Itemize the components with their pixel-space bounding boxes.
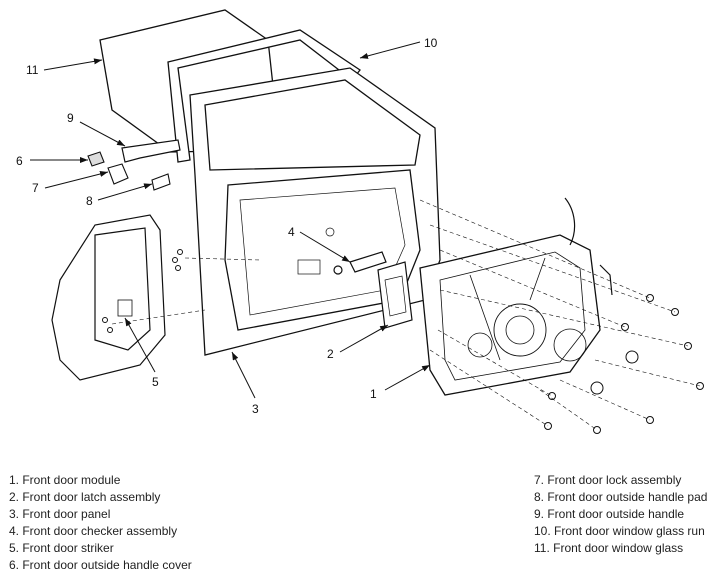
legend-item: 9. Front door outside handle (534, 507, 685, 521)
handle-pad (151, 173, 171, 191)
exploded-door-diagram: 1 2 3 4 5 6 7 8 9 10 11 (16, 9, 704, 434)
legend-item: 4. Front door checker assembly (9, 524, 178, 538)
outside-handle (121, 139, 181, 163)
callout-6: 6 (16, 154, 23, 168)
checker-assembly (333, 251, 387, 275)
handle-cover (87, 151, 105, 167)
lock-assembly (107, 163, 129, 185)
callout-4: 4 (288, 225, 295, 239)
leader-7 (44, 171, 109, 189)
latch-assembly (377, 261, 413, 329)
leader-2 (339, 324, 389, 353)
callout-2: 2 (327, 347, 334, 361)
legend-item: 5. Front door striker (9, 541, 114, 555)
callout-5: 5 (152, 375, 159, 389)
leader-9 (79, 121, 126, 147)
wire-harness (564, 197, 613, 296)
callout-7: 7 (32, 181, 39, 195)
parts-legend-left: 1. Front door module 2. Front door latch… (9, 472, 192, 574)
legend-item: 3. Front door panel (9, 507, 111, 521)
door-module (419, 234, 601, 396)
door-frame-body (51, 214, 166, 381)
legend-item: 8. Front door outside handle pad (534, 490, 708, 504)
callout-3: 3 (252, 402, 259, 416)
legend-item: 10. Front door window glass run (534, 524, 705, 538)
leader-3 (231, 351, 256, 399)
leader-1 (384, 364, 431, 391)
callout-1: 1 (370, 387, 377, 401)
leader-8 (97, 183, 153, 201)
parts-legend-right: 7. Front door lock assembly 8. Front doo… (534, 472, 707, 557)
alignment-lines (111, 199, 701, 431)
legend-item: 1. Front door module (9, 473, 121, 487)
leader-5 (124, 317, 156, 373)
leader-10 (359, 41, 421, 59)
legend-item: 11. Front door window glass (534, 541, 684, 555)
callout-10: 10 (424, 36, 438, 50)
leader-11 (43, 58, 103, 71)
callout-11: 11 (26, 63, 39, 77)
leader-4 (299, 231, 351, 263)
window-glass-run (167, 29, 361, 163)
legend-item: 7. Front door lock assembly (534, 473, 682, 487)
legend-item: 2. Front door latch assembly (9, 490, 161, 504)
callout-8: 8 (86, 194, 93, 208)
callout-9: 9 (67, 111, 74, 125)
legend-item: 6. Front door outside handle cover (9, 558, 192, 572)
